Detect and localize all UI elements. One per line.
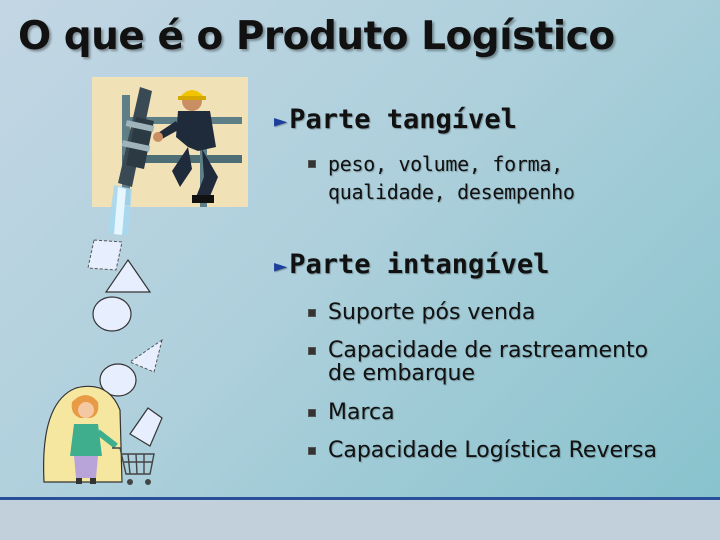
bullet-text: peso, volume, forma, [328, 152, 563, 176]
bullet-text: Capacidade Logística Reversa [328, 438, 657, 463]
square-bullet-icon [308, 160, 316, 168]
list-item: Suporte pós venda [308, 294, 657, 332]
bullet-text: Marca [328, 400, 395, 425]
list-item: de embarque [308, 362, 657, 386]
bullet-list-intangible: Suporte pós venda Capacidade de rastream… [308, 294, 657, 474]
section-heading-intangible: ►Parte intangível [274, 249, 549, 280]
bullet-list-tangible: peso, volume, forma, qualidade, desempen… [308, 150, 575, 206]
triangle-bullet-icon: ► [274, 109, 288, 134]
triangle-bullet-icon: ► [274, 254, 288, 279]
section-heading-label: Parte intangível [289, 249, 550, 280]
section-heading-tangible: ►Parte tangível [274, 104, 517, 135]
slide-title: O que é o Produto Logístico [18, 14, 615, 59]
footer-band [0, 500, 720, 540]
floating-shapes-icon [87, 239, 163, 447]
list-item: peso, volume, forma, [308, 150, 575, 178]
worker-pipe-icon [92, 77, 248, 235]
list-item: Marca [308, 398, 657, 428]
bullet-text: qualidade, desempenho [328, 180, 575, 204]
square-bullet-icon [308, 447, 316, 455]
bullet-text: de embarque [328, 361, 476, 386]
bullet-text: Suporte pós venda [328, 300, 536, 325]
footer-divider [0, 497, 720, 500]
bullet-text: Capacidade de rastreamento [328, 338, 649, 363]
square-bullet-icon [308, 309, 316, 317]
list-item: Capacidade Logística Reversa [308, 428, 657, 474]
square-bullet-icon [308, 347, 316, 355]
section-heading-label: Parte tangível [289, 104, 517, 135]
list-item: Capacidade de rastreamento [308, 332, 657, 370]
square-bullet-icon [308, 409, 316, 417]
shopper-cart-icon [43, 385, 155, 485]
list-item: qualidade, desempenho [308, 178, 575, 206]
